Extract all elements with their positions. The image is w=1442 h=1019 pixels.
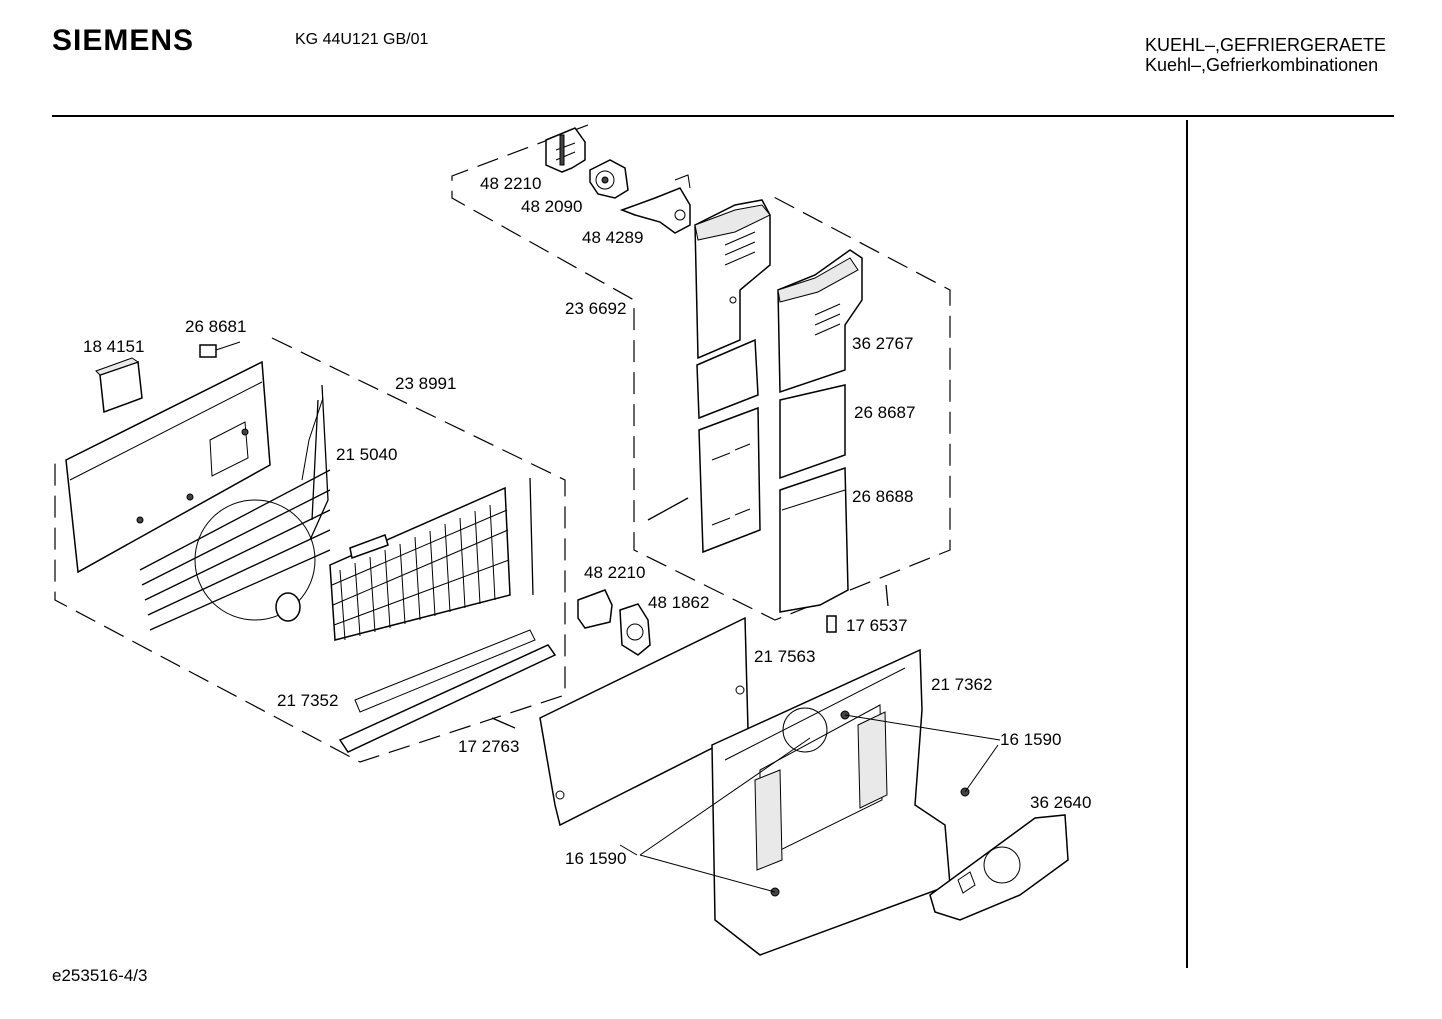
capillary-tube bbox=[529, 477, 534, 596]
part-label: 48 2210 bbox=[584, 563, 645, 582]
relay-box-part bbox=[95, 357, 143, 414]
fan-motor bbox=[619, 603, 651, 656]
model-number: KG 44U121 GB/01 bbox=[295, 31, 429, 48]
condenser-coil bbox=[329, 486, 511, 641]
side-rule bbox=[1186, 120, 1188, 968]
cooling-tubes bbox=[139, 384, 331, 631]
document-id: e253516-4/3 bbox=[52, 966, 148, 985]
back-plate bbox=[65, 360, 271, 574]
fan-bracket bbox=[577, 589, 613, 629]
part-label: 26 8687 bbox=[854, 403, 915, 422]
part-label: 48 1862 bbox=[648, 593, 709, 612]
part-label: 21 7352 bbox=[277, 691, 338, 710]
part-label: 23 8991 bbox=[395, 374, 456, 393]
holder-part bbox=[619, 174, 691, 234]
motor-part bbox=[589, 159, 629, 199]
part-label: 48 2090 bbox=[521, 197, 582, 216]
leader-lines bbox=[301, 397, 1001, 893]
part-label: 48 2210 bbox=[480, 174, 541, 193]
header-rule bbox=[52, 115, 1394, 117]
part-label: 21 7563 bbox=[754, 647, 815, 666]
air-duct-upper bbox=[694, 199, 771, 360]
part-label: 21 7362 bbox=[931, 675, 992, 694]
brand-logo: SIEMENS bbox=[52, 24, 195, 57]
part-label: 23 6692 bbox=[565, 299, 626, 318]
part-label: 36 2767 bbox=[852, 334, 913, 353]
clip-part bbox=[826, 584, 889, 633]
drip-tray bbox=[338, 629, 557, 753]
part-label: 48 4289 bbox=[582, 228, 643, 247]
screw-pin bbox=[491, 717, 516, 729]
part-label: 17 2763 bbox=[458, 737, 519, 756]
category-subtitle: Kuehl–,Gefrierkombinationen bbox=[1145, 55, 1379, 75]
fan-cover-plate bbox=[539, 616, 749, 827]
pin-part bbox=[647, 497, 689, 521]
part-label: 17 6537 bbox=[846, 616, 907, 635]
end-cover bbox=[929, 814, 1069, 921]
category-title: KUEHL–,GEFRIERGERAETE bbox=[1145, 35, 1387, 55]
part-label: 26 8681 bbox=[185, 317, 246, 336]
duct-panel-2 bbox=[698, 406, 761, 554]
part-label: 26 8688 bbox=[852, 487, 913, 506]
part-label: 16 1590 bbox=[565, 849, 626, 868]
part-label: 18 4151 bbox=[83, 337, 144, 356]
part-labels: 48 2210 48 2090 48 4289 23 6692 36 2767 … bbox=[83, 174, 1091, 868]
duct-panel-1 bbox=[696, 338, 759, 420]
evaporator-housing bbox=[711, 648, 951, 956]
air-duct-cover bbox=[777, 249, 863, 394]
bracket-part bbox=[545, 127, 586, 173]
part-label: 21 5040 bbox=[336, 445, 397, 464]
part-label: 36 2640 bbox=[1030, 793, 1091, 812]
group-outline-left bbox=[54, 337, 566, 763]
duct-panel-3 bbox=[779, 384, 846, 480]
duct-panel-4 bbox=[779, 466, 849, 613]
group-outline-top bbox=[451, 124, 951, 621]
part-label: 16 1590 bbox=[1000, 730, 1061, 749]
sensor-part bbox=[199, 341, 241, 358]
